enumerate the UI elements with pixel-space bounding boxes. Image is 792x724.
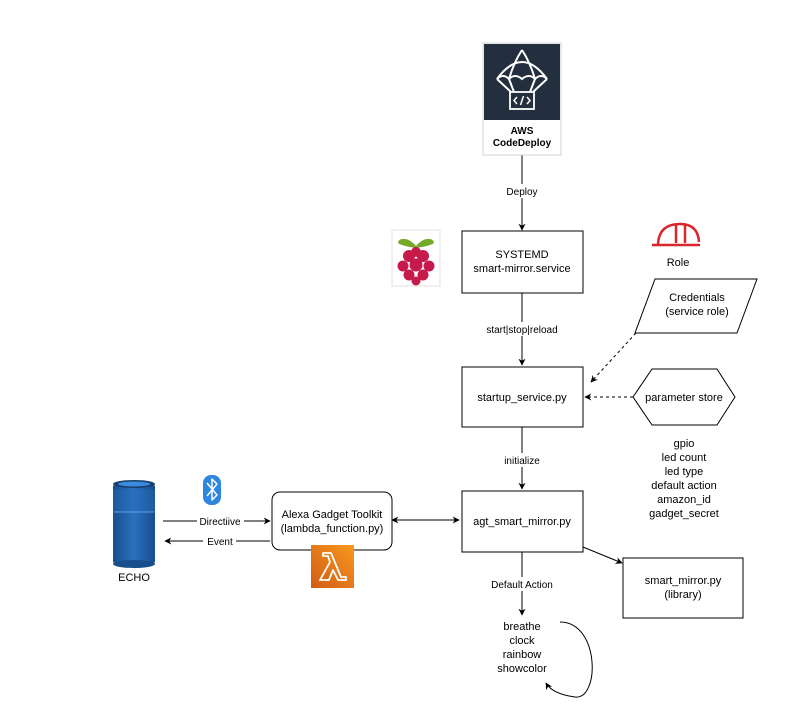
param-item: led count [662, 452, 707, 464]
edge-action-loop [545, 621, 593, 698]
role-node: Role [652, 222, 701, 269]
edge-label-start-stop-reload: start|stop|reload [486, 325, 557, 336]
echo-label: ECHO [118, 572, 150, 584]
action-item: rainbow [503, 649, 542, 661]
edge-label-event: Event [207, 537, 233, 548]
smart-mirror-library-title: smart_mirror.py [645, 575, 722, 587]
action-item: breathe [503, 621, 540, 633]
aws-codedeploy-node: AWS CodeDeploy [482, 42, 562, 156]
startup-service-node: startup_service.py [461, 366, 584, 428]
alexa-gadget-toolkit-node: Alexa Gadget Toolkit (lambda_function.py… [271, 491, 393, 551]
param-item: amazon_id [657, 494, 711, 506]
alexa-toolkit-title: Alexa Gadget Toolkit [282, 509, 383, 521]
param-item: gadget_secret [649, 508, 719, 520]
default-actions-list: breathe clock rainbow showcolor [497, 621, 547, 675]
iam-role-hardhat-icon [652, 222, 701, 247]
edge-agt-to-library [582, 546, 623, 564]
codedeploy-icon-bg [484, 44, 560, 120]
credentials-title: Credentials [669, 292, 725, 304]
edge-label-deploy: Deploy [506, 187, 537, 198]
agt-smart-mirror-node: agt_smart_mirror.py [461, 490, 584, 553]
param-item: led type [665, 466, 704, 478]
parameter-list: gpio led count led type default action a… [649, 438, 719, 520]
edge-label-directive: Directiive [199, 517, 241, 528]
systemd-node: SYSTEMD smart-mirror.service [461, 230, 584, 294]
smart-mirror-library-node: smart_mirror.py (library) [622, 557, 744, 619]
smart-mirror-library-subtitle: (library) [664, 589, 701, 601]
edge-credentials-to-startup [590, 332, 637, 383]
param-item: default action [651, 480, 716, 492]
raspberry-pi-icon [397, 238, 435, 286]
alexa-toolkit-file: (lambda_function.py) [281, 523, 384, 535]
echo-node: ECHO [113, 480, 155, 584]
edge-label-default-action: Default Action [491, 580, 553, 591]
credentials-subtitle: (service role) [665, 306, 729, 318]
action-item: showcolor [497, 663, 547, 675]
action-item: clock [509, 635, 535, 647]
parameter-store-node: parameter store [632, 368, 736, 426]
credentials-node: Credentials (service role) [634, 278, 758, 334]
systemd-service: smart-mirror.service [473, 263, 570, 275]
aws-lambda-icon [311, 545, 354, 588]
codedeploy-label-aws: AWS [511, 126, 534, 137]
amazon-echo-device-icon [113, 480, 155, 568]
startup-service-label: startup_service.py [477, 392, 567, 404]
bluetooth-icon [203, 475, 221, 505]
systemd-title: SYSTEMD [495, 249, 548, 261]
edge-label-initialize: initialize [504, 456, 540, 467]
codedeploy-label-name: CodeDeploy [493, 138, 552, 149]
raspberry-pi-node [391, 229, 441, 287]
role-label: Role [667, 257, 690, 269]
param-item: gpio [674, 438, 695, 450]
aws-codedeploy-parachute-icon [496, 49, 548, 110]
parameter-store-label: parameter store [645, 392, 723, 404]
agt-smart-mirror-label: agt_smart_mirror.py [473, 516, 571, 528]
